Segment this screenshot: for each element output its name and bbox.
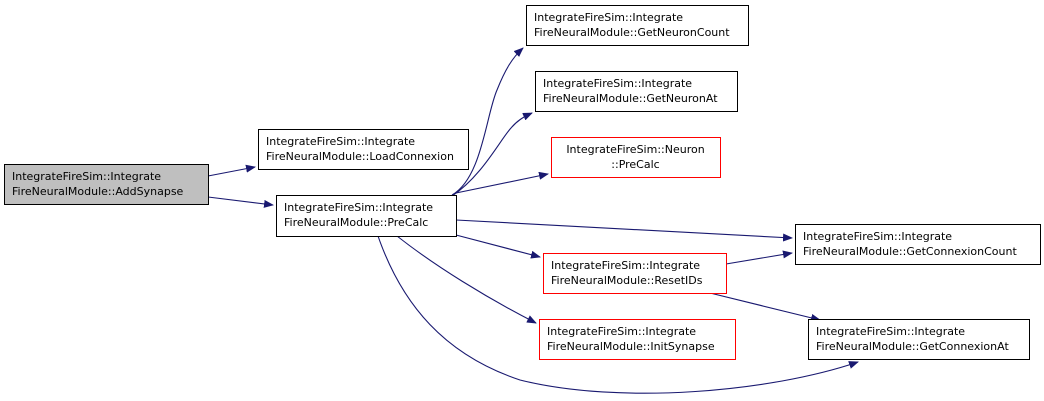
node-box: [795, 224, 1041, 265]
node-box: [808, 319, 1030, 360]
node-label-line-1: IntegrateFireSim::Integrate: [543, 77, 692, 90]
node-getconnexionat[interactable]: IntegrateFireSim::Integrate FireNeuralMo…: [808, 319, 1030, 360]
node-label-line-2: FireNeuralModule::GetConnexionAt: [816, 340, 1009, 353]
edge-precalc-to-getneuroncount: [451, 47, 524, 196]
node-label-line-2: FireNeuralModule::GetNeuronCount: [534, 26, 730, 39]
edge-precalc-to-resetids: [455, 234, 541, 259]
node-precalc[interactable]: IntegrateFireSim::Integrate FireNeuralMo…: [276, 195, 457, 237]
node-box: [551, 137, 721, 178]
node-box: [4, 164, 209, 205]
edges-layer: [207, 47, 859, 394]
node-box: [276, 195, 457, 237]
edge-resetids-to-getconnexioncount: [725, 250, 793, 265]
edge-precalc-to-neuronprecalc: [455, 171, 549, 194]
nodes-layer: IntegrateFireSim::Integrate FireNeuralMo…: [4, 5, 1041, 360]
node-label-line-2: ::PreCalc: [611, 158, 659, 171]
node-neuronprecalc[interactable]: IntegrateFireSim::Neuron ::PreCalc: [551, 137, 721, 178]
edge-precalc-to-getconnexionat: [377, 235, 859, 394]
node-addsynapse[interactable]: IntegrateFireSim::Integrate FireNeuralMo…: [4, 164, 209, 205]
node-label-line-1: IntegrateFireSim::Integrate: [12, 170, 161, 183]
node-loadconnexion[interactable]: IntegrateFireSim::Integrate FireNeuralMo…: [258, 129, 469, 170]
node-box: [543, 253, 727, 294]
edge-addsynapse-to-loadconnexion: [207, 164, 256, 177]
node-label-line-2: FireNeuralModule::InitSynapse: [547, 340, 715, 353]
node-label-line-2: FireNeuralModule::GetConnexionCount: [803, 245, 1017, 258]
node-label-line-2: FireNeuralModule::GetNeuronAt: [543, 92, 718, 105]
node-box: [535, 71, 738, 112]
node-label-line-1: IntegrateFireSim::Neuron: [566, 143, 704, 156]
node-label-line-1: IntegrateFireSim::Integrate: [803, 230, 952, 243]
edge-addsynapse-to-precalc: [207, 196, 274, 208]
node-getneuroncount[interactable]: IntegrateFireSim::Integrate FireNeuralMo…: [526, 5, 749, 46]
node-label-line-1: IntegrateFireSim::Integrate: [534, 11, 683, 24]
edge-resetids-to-getconnexionat: [705, 291, 821, 322]
node-label-line-2: FireNeuralModule::LoadConnexion: [266, 150, 454, 163]
node-label-line-2: FireNeuralModule::PreCalc: [284, 216, 428, 229]
node-box: [526, 5, 749, 46]
node-initsynapse[interactable]: IntegrateFireSim::Integrate FireNeuralMo…: [539, 319, 736, 360]
node-box: [258, 129, 469, 170]
node-label-line-1: IntegrateFireSim::Integrate: [547, 325, 696, 338]
node-label-line-2: FireNeuralModule::ResetIDs: [551, 274, 703, 287]
edge-precalc-to-getneuronat: [451, 112, 533, 197]
node-label-line-1: IntegrateFireSim::Integrate: [551, 259, 700, 272]
node-label-line-2: FireNeuralModule::AddSynapse: [12, 185, 184, 198]
node-label-line-1: IntegrateFireSim::Integrate: [266, 135, 415, 148]
edge-precalc-to-initsynapse: [396, 235, 537, 324]
node-label-line-1: IntegrateFireSim::Integrate: [284, 201, 433, 214]
node-getconnexioncount[interactable]: IntegrateFireSim::Integrate FireNeuralMo…: [795, 224, 1041, 265]
node-label-line-1: IntegrateFireSim::Integrate: [816, 325, 965, 338]
node-box: [539, 319, 736, 360]
node-resetids[interactable]: IntegrateFireSim::Integrate FireNeuralMo…: [543, 253, 727, 294]
node-getneuronat[interactable]: IntegrateFireSim::Integrate FireNeuralMo…: [535, 71, 738, 112]
edge-precalc-to-getconnexioncount: [455, 219, 793, 242]
